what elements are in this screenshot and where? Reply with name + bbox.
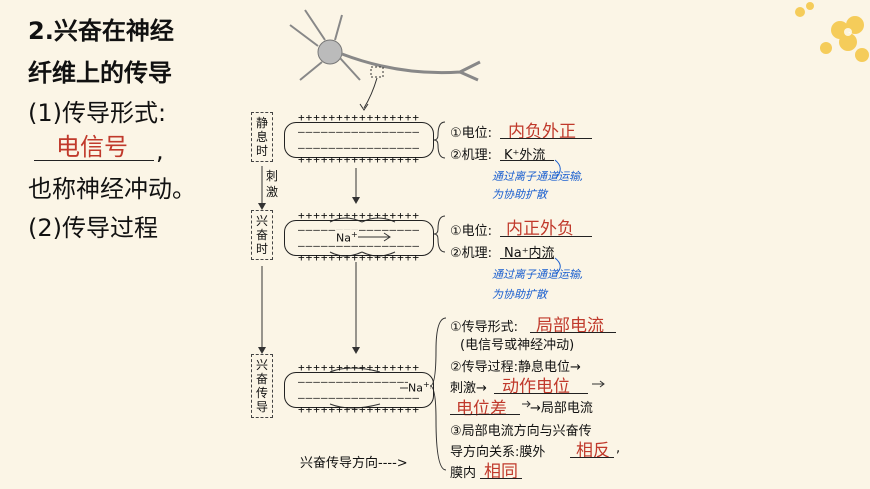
excited-minus-bottom: –––––––––––––––– [298, 239, 420, 252]
zoom-box [370, 66, 384, 78]
stage-excited-char: 时 [255, 242, 268, 256]
resting-note-line2: 为协助扩散 [492, 188, 547, 201]
excited-minus-top: –––––––––––––––– [298, 223, 420, 236]
resting-potential-underline [500, 138, 592, 139]
conduct-form-label: ①传导形式: [450, 320, 519, 335]
excited-note-line2: 为协助扩散 [492, 288, 547, 301]
resting-plus-top: ++++++++++++++++ [298, 111, 420, 124]
stage-excited-box: 兴 奋 时 [251, 210, 273, 260]
resting-potential-label: ①电位: [450, 126, 493, 141]
conduct-direction-line1: ③局部电流方向与兴奋传 [450, 424, 592, 439]
conduct-process-line1: ②传导过程:静息电位→ [450, 360, 581, 375]
heading-line2: 纤维上的传导 [28, 59, 172, 87]
stage-resting-box: 静 息 时 [251, 112, 273, 162]
conduct-direction-answer1: 相反 [576, 441, 610, 461]
stage-excited-char: 兴 [255, 214, 268, 228]
excited-plus-bottom: ++++++++++++++++ [298, 251, 420, 264]
resting-note-line1: 通过离子通道运输, [492, 170, 584, 183]
heading-dot: . [44, 17, 54, 45]
stage-resting-char: 息 [255, 130, 268, 144]
conduct-process-answer2: 电位差 [456, 399, 507, 419]
resting-potential-answer: 内负外正 [508, 122, 576, 142]
stimulus-char: 激 [266, 185, 279, 199]
direction-caption: 兴奋传导方向----> [300, 456, 408, 471]
excited-potential-label: ①电位: [450, 224, 493, 239]
na-label-excited: Na+ [336, 230, 358, 245]
conduct-minus-top: –––––––––––––––– [298, 375, 420, 388]
stage-conduct-char: 传 [255, 386, 268, 400]
form-answer: 电信号 [56, 133, 128, 161]
excited-mechanism-text: Na⁺内流 [504, 246, 555, 261]
stimulus-char: 刺 [266, 169, 279, 183]
also-called-text: 也称神经冲动。 [28, 175, 196, 203]
conduct-process-underline1 [494, 393, 588, 394]
conduct-form-answer: 局部电流 [536, 316, 604, 336]
conduct-plus-top: ++++++++++++++++ [298, 361, 420, 374]
excited-potential-underline [500, 236, 592, 237]
conduct-form-note: (电信号或神经冲动) [460, 338, 575, 353]
na-label-conduct: Na+ [408, 380, 430, 395]
na-text: Na [408, 381, 423, 395]
section-heading: 2.兴奋在神经 [28, 16, 174, 46]
conduct-direction-comma: , [616, 441, 621, 456]
form-comma: , [156, 137, 164, 165]
stage-conduct-box: 兴 奋 传 导 [251, 354, 273, 418]
conduct-direction-line3: 膜内 [450, 466, 477, 481]
stage-conduct-char: 奋 [255, 372, 268, 386]
stage-resting-char: 静 [255, 116, 268, 130]
conduct-direction-underline2 [480, 478, 522, 479]
na-sup: + [422, 380, 430, 389]
stage-resting-char: 时 [255, 144, 268, 158]
axon-conduct [284, 372, 434, 408]
resting-mechanism-underline [500, 160, 554, 161]
excited-plus-top: ++++++++++++++++ [298, 209, 420, 222]
heading-line1: 兴奋在神经 [53, 17, 174, 45]
axon-resting [284, 122, 434, 158]
resting-plus-bottom: ++++++++++++++++ [298, 153, 420, 166]
form-answer-underline [34, 160, 154, 161]
conduct-plus-bottom: ++++++++++++++++ [298, 403, 420, 416]
conduct-direction-underline1 [570, 457, 614, 458]
stage-excited-char: 奋 [255, 228, 268, 242]
excited-mechanism-underline [500, 258, 554, 259]
conduct-process-line3: →局部电流 [530, 401, 593, 416]
form-label: (1)传导形式: [28, 99, 167, 127]
conduct-process-underline2 [450, 414, 520, 415]
process-label: (2)传导过程 [28, 214, 158, 242]
excited-potential-answer: 内正外负 [506, 219, 574, 239]
conduct-direction-line2: 导方向关系:膜外 [450, 445, 546, 460]
excited-note-line1: 通过离子通道运输, [492, 268, 584, 281]
conduct-process-stimulus: 刺激→ [450, 381, 487, 396]
flower-decoration-icon [795, 2, 869, 62]
neuron-icon [289, 9, 481, 82]
resting-minus-bottom: –––––––––––––––– [298, 141, 420, 154]
heading-number: 2 [28, 17, 45, 45]
na-sup: + [350, 230, 358, 239]
stage-conduct-char: 导 [255, 400, 268, 414]
resting-mechanism-label: ②机理: [450, 148, 493, 163]
resting-mechanism-text: K⁺外流 [504, 148, 546, 163]
stimulus-label: 刺 激 [266, 168, 278, 200]
resting-minus-top: –––––––––––––––– [298, 125, 420, 138]
na-text: Na [336, 231, 351, 245]
axon-excited [284, 220, 434, 256]
conduct-direction-answer2: 相同 [484, 462, 518, 482]
stage-conduct-char: 兴 [255, 358, 268, 372]
excited-mechanism-label: ②机理: [450, 246, 493, 261]
conduct-form-underline [530, 332, 616, 333]
conduct-minus-bottom: –––––––––––––––– [298, 391, 420, 404]
conduct-process-answer1: 动作电位 [502, 377, 570, 397]
